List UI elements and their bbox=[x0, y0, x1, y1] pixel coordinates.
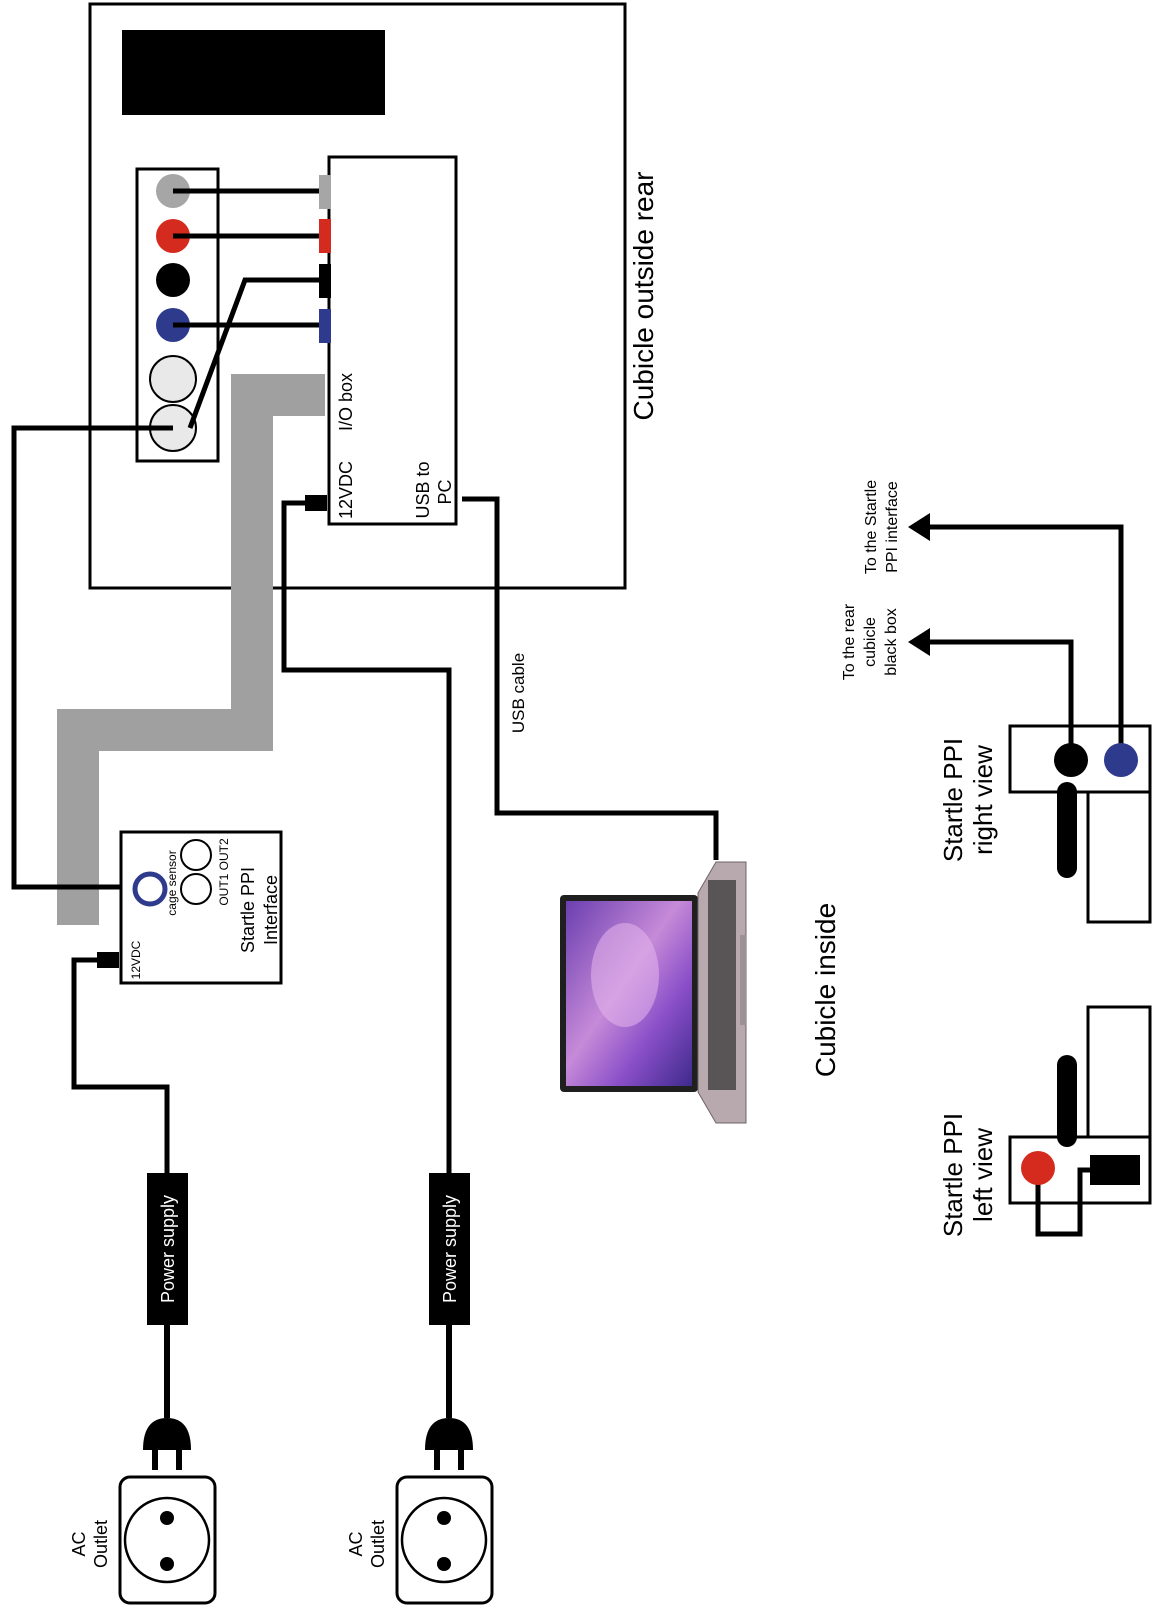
arrow-black-box-label-1: To the rear bbox=[841, 603, 858, 680]
interface-12vdc-plug bbox=[97, 952, 119, 968]
io-port-grey bbox=[319, 175, 331, 209]
io-port-red bbox=[319, 219, 331, 253]
io-usb-label-2: PC bbox=[435, 479, 455, 504]
cage-sensor-jack bbox=[132, 871, 168, 907]
out2-jack bbox=[180, 839, 212, 871]
ac-outlet-2-label-1: AC bbox=[346, 1531, 366, 1556]
cage-sensor-label: cage sensor bbox=[165, 850, 179, 915]
ac-outlet-1-label-2: Outlet bbox=[91, 1520, 111, 1568]
wire-black bbox=[187, 277, 319, 429]
io-usb-label-1: USB to bbox=[413, 461, 433, 518]
wire-interface-12vdc bbox=[71, 957, 170, 1175]
right-view-wire-blue bbox=[930, 524, 1124, 760]
io-port-black bbox=[319, 264, 331, 298]
ac-plug-icon bbox=[143, 1418, 191, 1470]
right-view-wire-black bbox=[930, 639, 1074, 760]
usb-cable-label: USB cable bbox=[509, 653, 528, 733]
power-supply-1-label: Power supply bbox=[158, 1195, 178, 1303]
laptop-icon bbox=[560, 861, 747, 1124]
out1-out2-label: OUT1 OUT2 bbox=[217, 838, 231, 906]
power-supply-1 bbox=[147, 1173, 188, 1325]
left-view-label-2: left view bbox=[968, 1128, 998, 1222]
ac-outlet-icon bbox=[395, 1475, 494, 1605]
right-view-label-2: right view bbox=[968, 745, 998, 855]
arrow-black-box-head bbox=[908, 628, 930, 656]
arrow-black-box-label-3: black box bbox=[883, 608, 900, 676]
power-supply-2 bbox=[429, 1173, 470, 1325]
left-view-wire bbox=[1035, 1167, 1092, 1237]
interface-label-2: Interface bbox=[261, 875, 281, 945]
arrow-interface-head bbox=[908, 513, 930, 541]
io-port-blue bbox=[319, 309, 331, 343]
ac-outlet-1-label-1: AC bbox=[69, 1531, 89, 1556]
cubicle-outside-rear-label: Cubicle outside rear bbox=[628, 171, 659, 420]
cubicle-outside-rear-frame bbox=[88, 2, 627, 590]
left-view-box-top bbox=[1086, 1005, 1152, 1139]
cubicle-inside-label: Cubicle inside bbox=[810, 903, 841, 1077]
arrow-interface-label-2: PPI interface bbox=[884, 481, 901, 573]
grey-cable bbox=[57, 374, 325, 925]
empty-jack-1 bbox=[149, 355, 197, 403]
right-view-box-bottom bbox=[1086, 790, 1152, 924]
left-view-label-1: Startle PPI bbox=[938, 1113, 968, 1237]
ac-outlet-2-label-2: Outlet bbox=[368, 1520, 388, 1568]
right-view-blue-jack bbox=[1104, 743, 1138, 777]
ac-outlet-icon bbox=[118, 1475, 217, 1605]
power-supply-2-label: Power supply bbox=[440, 1195, 460, 1303]
blacked-out-label bbox=[122, 30, 385, 115]
arrow-black-box-label-2: cubicle bbox=[862, 617, 879, 667]
out1-jack bbox=[180, 873, 212, 905]
left-view-connector bbox=[1090, 1155, 1140, 1185]
black-jack bbox=[156, 263, 190, 297]
io-box-label: I/O box bbox=[336, 373, 356, 431]
usb-cable bbox=[462, 496, 719, 860]
ac-plug-icon bbox=[425, 1418, 473, 1470]
right-view-black-jack bbox=[1054, 743, 1088, 777]
interface-12vdc-label: 12VDC bbox=[129, 940, 143, 979]
io-box bbox=[327, 155, 458, 526]
right-view-label-1: Startle PPI bbox=[938, 738, 968, 862]
arrow-interface-label-1: To the Startle bbox=[863, 480, 880, 574]
left-view-red-jack bbox=[1021, 1151, 1055, 1185]
io-12vdc-plug bbox=[305, 495, 327, 511]
wire-io-12vdc bbox=[281, 500, 452, 1175]
interface-label-1: Startle PPI bbox=[238, 867, 258, 953]
io-12vdc-label: 12VDC bbox=[336, 461, 356, 519]
wire-cage-sensor bbox=[11, 425, 173, 890]
